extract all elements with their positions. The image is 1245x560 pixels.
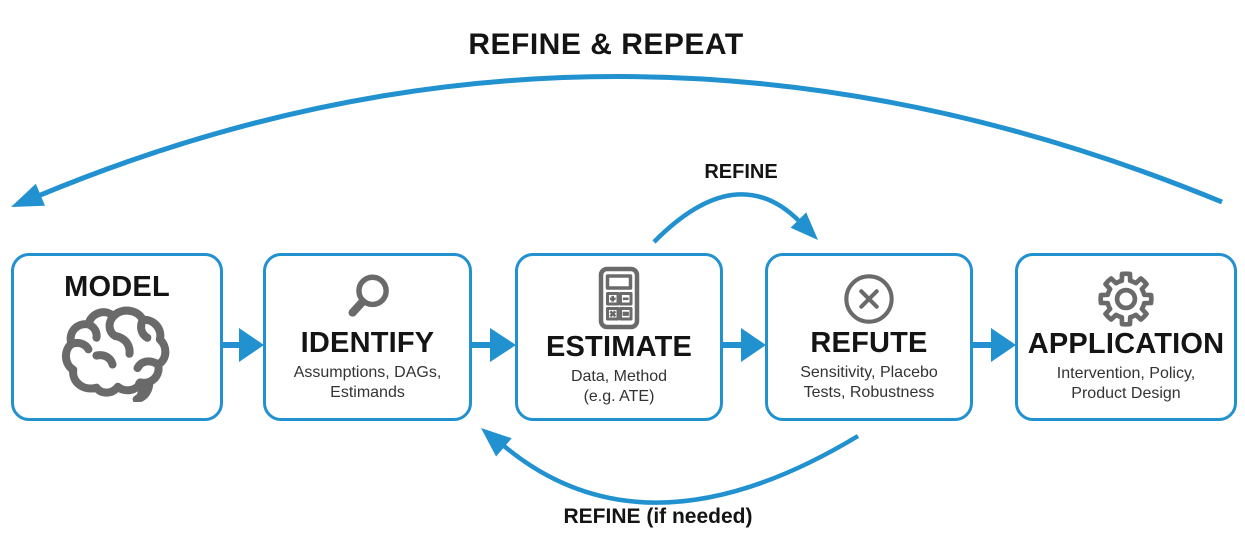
magnifier-icon bbox=[348, 274, 389, 317]
gear-icon bbox=[1098, 271, 1154, 327]
stage-application-subtitle: Intervention, Policy, Product Design bbox=[1056, 364, 1196, 403]
x-circle-icon bbox=[844, 274, 894, 325]
stage-identify: IDENTIFY Assumptions, DAGs, Estimands bbox=[263, 253, 472, 421]
connector-arrow-estimate-refute bbox=[722, 328, 766, 362]
stage-refute-subtitle: Sensitivity, Placebo Tests, Robustness bbox=[800, 363, 938, 402]
connector-arrow-identify-estimate bbox=[471, 328, 516, 362]
connector-arrow-model-identify bbox=[222, 328, 264, 362]
stage-identify-title: IDENTIFY bbox=[300, 327, 435, 360]
stage-model-title: MODEL bbox=[64, 270, 170, 303]
stage-refute-title: REFUTE bbox=[810, 327, 928, 360]
refine-repeat-arrow bbox=[11, 74, 1223, 207]
calculator-icon bbox=[598, 267, 640, 330]
stage-identify-subtitle: Assumptions, DAGs, Estimands bbox=[293, 363, 442, 402]
refine-if-needed-label: REFINE (if needed) bbox=[563, 505, 753, 528]
connector-arrow-refute-application bbox=[972, 328, 1016, 362]
stage-application: APPLICATION Intervention, Policy, Produc… bbox=[1015, 253, 1237, 421]
stage-estimate-subtitle: Data, Method (e.g. ATE) bbox=[570, 367, 668, 406]
stage-refute: REFUTE Sensitivity, Placebo Tests, Robus… bbox=[765, 253, 973, 421]
refine-if-needed-arrow bbox=[481, 428, 860, 505]
refine-label: REFINE bbox=[704, 161, 778, 183]
brain-icon bbox=[61, 306, 170, 403]
stage-estimate-title: ESTIMATE bbox=[545, 331, 693, 364]
stage-application-title: APPLICATION bbox=[1027, 328, 1225, 361]
stage-estimate: ESTIMATE Data, Method (e.g. ATE) bbox=[515, 253, 723, 421]
refine-repeat-label: REFINE & REPEAT bbox=[468, 28, 744, 61]
refine-arrow bbox=[652, 192, 818, 244]
stage-model: MODEL bbox=[11, 253, 223, 421]
